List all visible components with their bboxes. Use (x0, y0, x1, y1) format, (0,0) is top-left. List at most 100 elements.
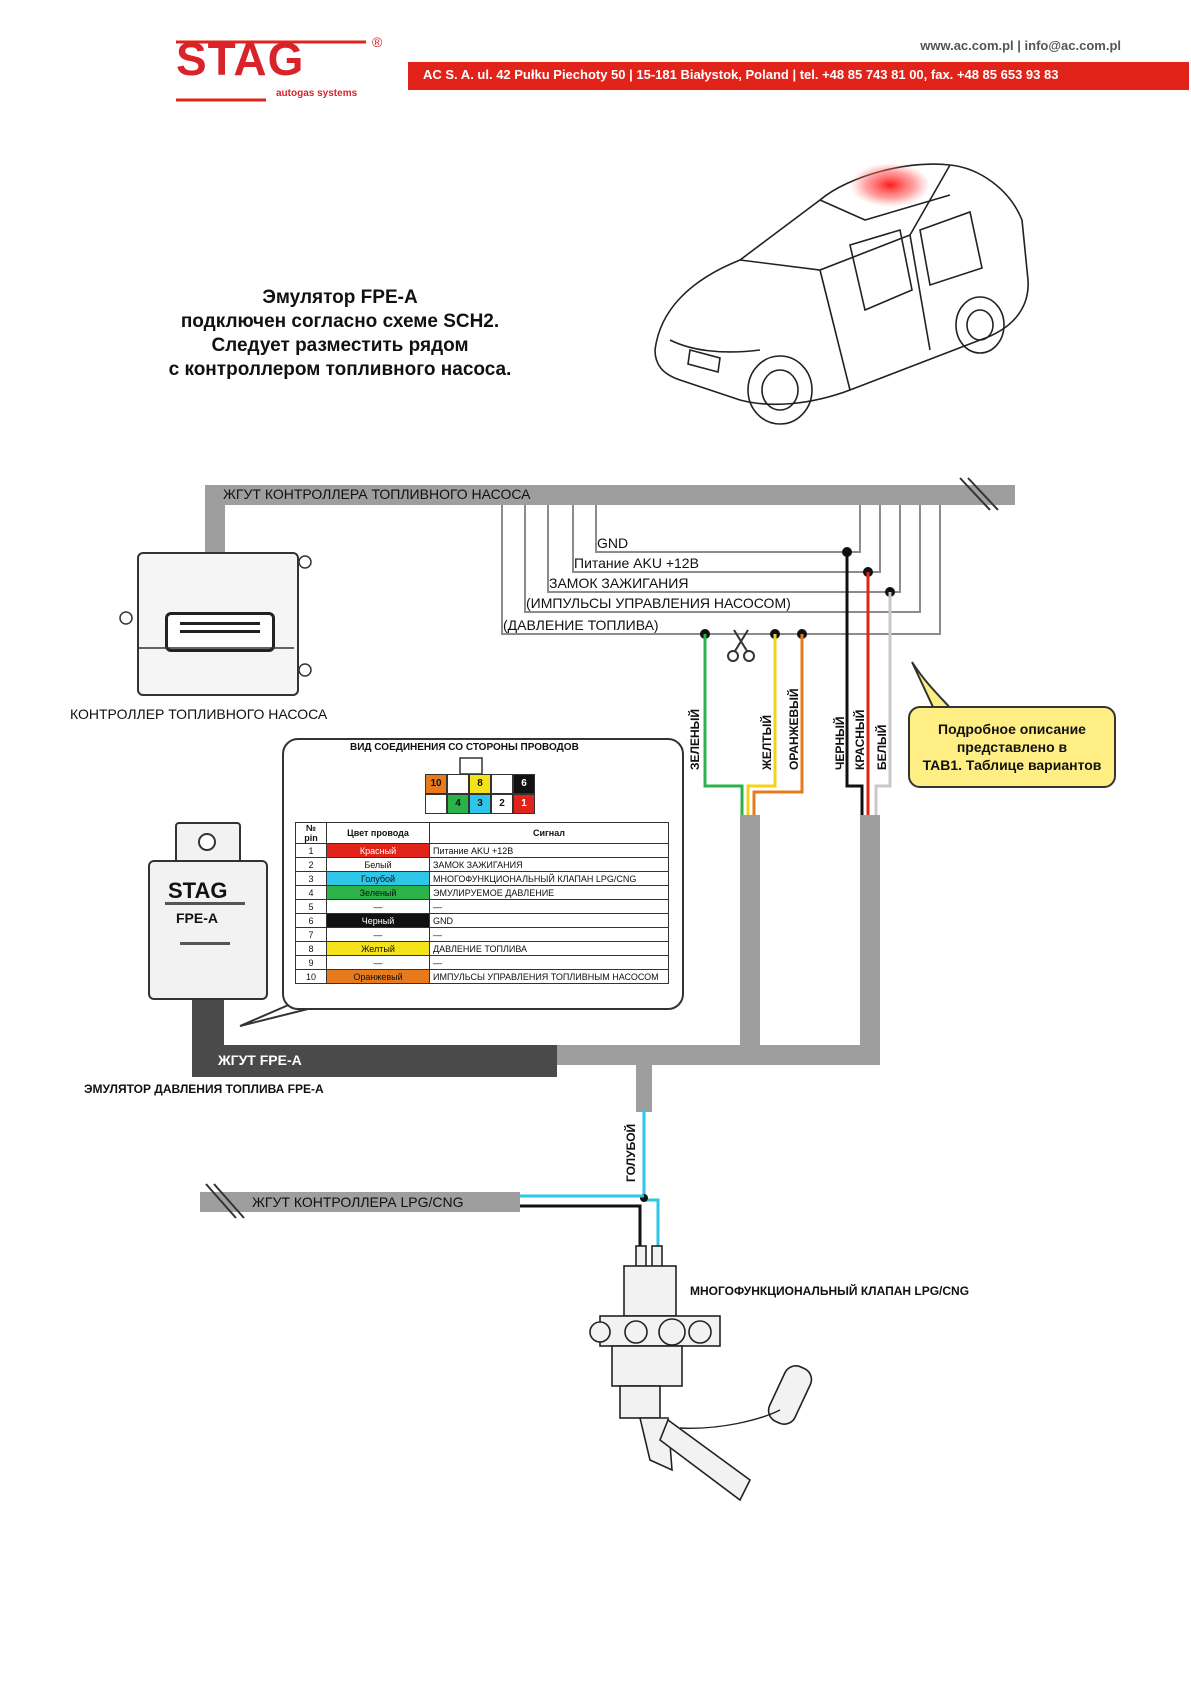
lpg-harness-bar (200, 1192, 520, 1212)
valve-label: МНОГОФУНКЦИОНАЛЬНЫЙ КЛАПАН LPG/CNG (690, 1284, 970, 1298)
lpg-harness-label: ЖГУТ КОНТРОЛЛЕРА LPG/CNG (252, 1194, 464, 1210)
signal-pulses: (ИМПУЛЬСЫ УПРАВЛЕНИЯ НАСОСОМ) (526, 595, 791, 611)
connector-title: ВИД СОЕДИНЕНИЯ СО СТОРОНЫ ПРОВОДОВ (350, 742, 579, 753)
pin-signal: ЭМУЛИРУЕМОЕ ДАВЛЕНИЕ (429, 885, 669, 900)
connector-pin (447, 774, 469, 794)
wire-color: — (326, 927, 430, 942)
fpea-harness-bar (192, 1045, 557, 1077)
stag-logo: STAG autogas systems ® (176, 33, 382, 106)
pin-number: 5 (295, 899, 327, 914)
connector-pin: 3 (469, 794, 491, 814)
pin-signal: ЗАМОК ЗАЖИГАНИЯ (429, 857, 669, 872)
wire-label-red: КРАСНЫЙ (853, 709, 867, 770)
wire-color: Черный (326, 913, 430, 928)
pin-number: 4 (295, 885, 327, 900)
signal-pressure: (ДАВЛЕНИЕ ТОПЛИВА) (503, 617, 659, 633)
pin-row: 9—— (295, 955, 669, 970)
pin-signal: МНОГОФУНКЦИОНАЛЬНЫЙ КЛАПАН LPG/CNG (429, 871, 669, 886)
pin-signal: — (429, 955, 669, 970)
pin-number: 7 (295, 927, 327, 942)
wire-color: Желтый (326, 941, 430, 956)
pin-number: 3 (295, 871, 327, 886)
scissors-icon (727, 629, 755, 662)
wire-color: Красный (326, 843, 430, 858)
signal-power: Питание AKU +12В (574, 555, 699, 571)
note-line-2: представлено в (956, 739, 1068, 755)
signal-ignition: ЗАМОК ЗАЖИГАНИЯ (549, 575, 689, 591)
wire-color: Голубой (326, 871, 430, 886)
emulator-markings (165, 902, 245, 945)
address-bar (408, 62, 1189, 90)
signal-lines (501, 505, 941, 635)
connector-pin: 2 (491, 794, 513, 814)
wire-label-orange: ОРАНЖЕВЫЙ (787, 688, 801, 770)
pump-controller-details (119, 555, 312, 677)
fpea-harness-label: ЖГУТ FPE-A (218, 1052, 302, 1068)
connector-pin (425, 794, 447, 814)
pump-harness-label: ЖГУТ КОНТРОЛЛЕРА ТОПЛИВНОГО НАСОСА (223, 486, 531, 502)
logo-lines (176, 40, 366, 102)
connector-pin: 1 (513, 794, 535, 814)
mount-hole-icon (198, 833, 216, 851)
pin-row: 5—— (295, 899, 669, 914)
wire-color: — (326, 955, 430, 970)
wire-label-white: БЕЛЫЙ (875, 724, 889, 770)
wire-color: — (326, 899, 430, 914)
pin-number: 10 (295, 969, 327, 984)
connector-pin (491, 774, 513, 794)
connector-pin: 4 (447, 794, 469, 814)
pin-number: 2 (295, 857, 327, 872)
lpg-valve-illustration (589, 1245, 813, 1502)
pin-row: 7—— (295, 927, 669, 942)
note-line-1: Подробное описание (938, 721, 1086, 737)
details-note: Подробное описание представлено в TAB1. … (908, 706, 1116, 788)
pin-col-header: № pin (295, 822, 327, 844)
note-line-3: TAB1. Таблице вариантов (922, 757, 1102, 773)
pin-signal: GND (429, 913, 669, 928)
wire-color: Зеленый (326, 885, 430, 900)
car-illustration (654, 163, 1029, 425)
signal-gnd: GND (597, 535, 629, 551)
wire-label-yellow: ЖЕЛТЫЙ (760, 715, 774, 770)
pin-signal: — (429, 927, 669, 942)
page-heading: Эмулятор FPE-A подключен согласно схеме … (140, 286, 540, 382)
emulator-device (148, 860, 268, 1000)
color-col-header: Цвет провода (326, 822, 430, 844)
harness-cut-mark (959, 477, 991, 511)
wire-label-black: ЧЕРНЫЙ (833, 716, 847, 770)
logo-text: STAG (176, 33, 305, 85)
pump-controller-label: КОНТРОЛЛЕР ТОПЛИВНОГО НАСОСА (70, 706, 328, 722)
pin-number: 1 (295, 843, 327, 858)
address-text: AC S. A. ul. 42 Pułku Piechoty 50 | 15-1… (423, 67, 1059, 82)
heading-line-2: подключен согласно схеме SCH2. (180, 311, 500, 332)
heading-line-1: Эмулятор FPE-A (262, 287, 418, 308)
pump-harness-bar (205, 485, 1015, 505)
logo-subtitle: autogas systems (276, 88, 358, 99)
emulator-label: ЭМУЛЯТОР ДАВЛЕНИЯ ТОПЛИВА FPE-A (84, 1082, 324, 1096)
pin-number: 8 (295, 941, 327, 956)
heading-line-3: Следует разместить рядом (211, 335, 469, 356)
connector-pin: 10 (425, 774, 447, 794)
web-contact: www.ac.com.pl | info@ac.com.pl (920, 38, 1121, 53)
pin-signal: ДАВЛЕНИЕ ТОПЛИВА (429, 941, 669, 956)
pin-signal: — (429, 899, 669, 914)
connector-pin: 6 (513, 774, 535, 794)
pin-signal: Питание AKU +12В (429, 843, 669, 858)
pin-signal: ИМПУЛЬСЫ УПРАВЛЕНИЯ ТОПЛИВНЫМ НАСОСОМ (429, 969, 669, 984)
pin-number: 9 (295, 955, 327, 970)
heading-line-4: с контроллером топливного насоса. (168, 359, 512, 380)
wire-color: Белый (326, 857, 430, 872)
connector-latch (459, 757, 483, 775)
wire-label-blue: ГОЛУБОЙ (624, 1123, 638, 1182)
signal-col-header: Сигнал (429, 822, 669, 844)
emulator-brand: STAG (168, 878, 228, 903)
wire-color: Оранжевый (326, 969, 430, 984)
